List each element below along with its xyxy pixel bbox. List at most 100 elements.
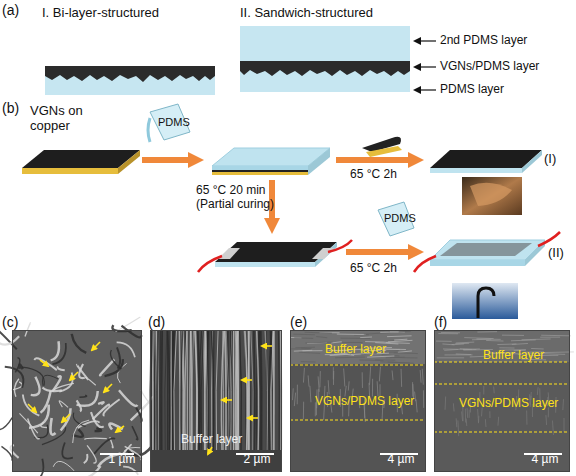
texture-stroke [392, 370, 394, 380]
process-condition: 65 °C 2h [350, 168, 397, 182]
texture-stroke [257, 331, 259, 450]
texture-stroke [168, 331, 170, 450]
texture-stroke [457, 420, 459, 436]
texture-stroke [245, 331, 247, 450]
texture-stroke [42, 375, 58, 386]
texture-stroke [245, 331, 247, 450]
texture-stroke [111, 350, 122, 369]
texture-stroke [266, 331, 267, 450]
texture-stroke [377, 381, 379, 396]
texture-stroke [28, 419, 40, 439]
texture-stroke [169, 331, 171, 450]
texture-stroke [93, 405, 109, 420]
panel-label: (d) [148, 314, 165, 330]
texture-stroke [77, 400, 81, 411]
texture-stroke [79, 364, 85, 378]
texture-stroke [415, 392, 416, 402]
texture-stroke [362, 372, 363, 388]
panel-label: (c) [2, 314, 18, 330]
texture-stroke [469, 410, 470, 418]
texture-stroke [98, 402, 104, 404]
texture-stroke [103, 399, 119, 415]
texture-stroke [416, 399, 417, 412]
texture-stroke [526, 410, 527, 424]
texture-stroke [545, 415, 547, 425]
structure-label: (II) [548, 246, 564, 261]
texture-stroke [489, 411, 490, 418]
texture-stroke [303, 402, 304, 420]
layer-name: 2nd PDMS layer [440, 34, 527, 48]
texture-stroke [552, 421, 554, 435]
layer-name: PDMS layer [440, 83, 504, 97]
texture-stroke [43, 387, 62, 391]
texture-stroke [420, 370, 422, 383]
texture-stroke [562, 399, 564, 410]
texture-stroke [297, 385, 298, 405]
layer-annotation: VGNs/PDMS layer [459, 397, 558, 411]
texture-stroke [278, 331, 280, 450]
texture-stroke [141, 390, 150, 404]
panel-label: (f) [434, 314, 447, 330]
scale-bar-label: 1 µm [103, 453, 141, 467]
texture-stroke [87, 445, 96, 463]
scale-bar-label: 2 µm [235, 453, 279, 467]
texture-stroke [260, 331, 261, 450]
texture-stroke [31, 377, 40, 395]
texture-stroke [251, 331, 253, 450]
texture-stroke [41, 422, 47, 427]
texture-stroke [123, 467, 138, 475]
texture-stroke [77, 365, 87, 379]
texture-stroke [86, 377, 96, 385]
sem-panel: Buffer layer2 µm [150, 330, 282, 472]
texture-stroke [248, 331, 249, 450]
texture-stroke [91, 412, 104, 427]
texture-stroke [333, 371, 334, 385]
structure-title: I. Bi-layer-structured [42, 6, 159, 21]
texture-stroke [58, 366, 65, 370]
texture-stroke [157, 331, 159, 450]
texture-stroke [0, 329, 17, 349]
texture-stroke [292, 388, 294, 400]
texture-stroke [422, 369, 423, 385]
layer-annotation: Buffer layer [483, 349, 544, 363]
texture-stroke [136, 408, 142, 422]
texture-stroke [34, 425, 48, 438]
texture-stroke [294, 393, 295, 406]
texture-stroke [95, 428, 102, 431]
layer-name: VGNs/PDMS layer [440, 60, 539, 74]
process-condition: 65 °C 2h [350, 262, 397, 276]
panel-label: (e) [290, 314, 307, 330]
texture-stroke [257, 331, 260, 450]
texture-stroke [370, 366, 371, 384]
texture-stroke [348, 381, 350, 390]
texture-stroke [477, 409, 479, 423]
texture-stroke [465, 409, 466, 423]
layer-annotation: Buffer layer [325, 343, 386, 357]
texture-stroke [265, 331, 267, 450]
texture-stroke [22, 367, 44, 385]
texture-stroke [40, 459, 43, 476]
sem-panel: Buffer layerVGNs/PDMS layer4 µm [290, 330, 426, 472]
texture-stroke [483, 386, 484, 394]
structure-title: II. Sandwich-structured [240, 6, 373, 21]
texture-stroke [79, 395, 86, 397]
texture-stroke [244, 331, 247, 450]
texture-stroke [478, 416, 479, 423]
layer-annotation: VGNs/PDMS layer [315, 395, 414, 409]
structure-label: (I) [544, 152, 556, 167]
texture-stroke [379, 367, 380, 382]
texture-stroke [445, 396, 447, 409]
texture-stroke [563, 418, 564, 432]
texture-stroke [453, 403, 455, 411]
texture-stroke [51, 341, 59, 360]
sem-panel: Buffer layerVGNs/PDMS layer4 µm [434, 330, 570, 472]
texture-stroke [174, 331, 177, 450]
texture-stroke [53, 383, 73, 390]
texture-stroke [172, 331, 174, 450]
texture-stroke [344, 368, 345, 386]
texture-stroke [537, 387, 539, 395]
texture-stroke [73, 420, 89, 443]
texture-stroke [310, 386, 311, 403]
texture-stroke [121, 326, 141, 338]
